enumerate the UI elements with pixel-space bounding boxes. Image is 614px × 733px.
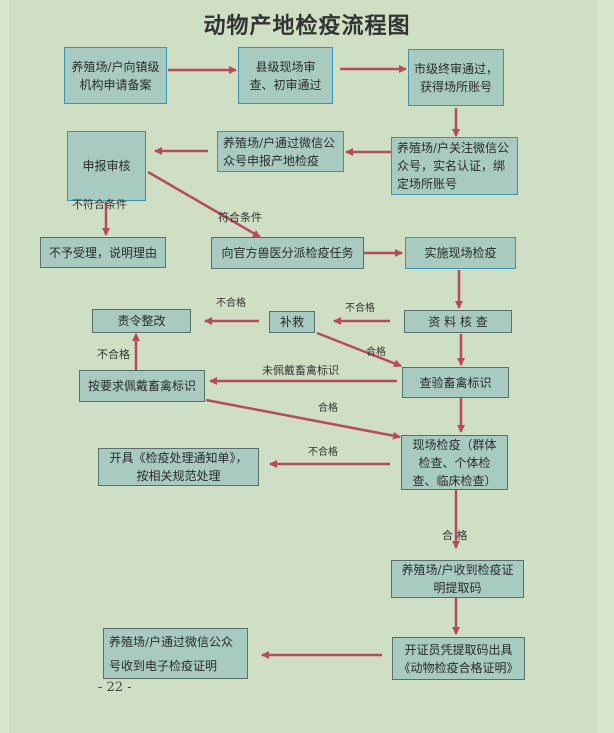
arrow: [316, 331, 402, 368]
node-order-rectify: 责令整改: [92, 309, 191, 333]
edge-label-fail-doc: 不合格: [345, 303, 375, 314]
node-assign-vet: 向官方兽医分派检疫任务: [211, 237, 364, 269]
node-document-check: 资 料 核 查: [404, 310, 512, 333]
node-apply-filing: 养殖场/户向镇级机构申请备案: [64, 47, 167, 104]
edge-label-fail-remedy: 不合格: [216, 298, 246, 309]
node-issue-certificate: 开证员凭提取码出具《动物检疫合格证明》: [392, 637, 525, 680]
node-receive-e-cert: 养殖场/户通过微信公众号收到电子检疫证明: [103, 628, 248, 679]
edge-label-not-eligible: 不符合条件: [72, 198, 127, 211]
node-onsite-quarantine: 实施现场检疫: [405, 237, 516, 269]
node-remedy: 补救: [269, 311, 315, 333]
edge-label-fail-field: 不合格: [308, 447, 338, 458]
edge-label-fail-tags: 不合格: [97, 348, 130, 361]
node-city-approval: 市级终审通过，获得场所账号: [408, 49, 504, 106]
page: [9, 0, 598, 733]
node-declare-review: 申报审核: [67, 131, 146, 201]
edge-label-no-tags: 未佩戴畜禽标识: [262, 364, 339, 377]
edge-label-pass-tags: 合格: [318, 403, 338, 414]
node-field-quarantine: 现场检疫（群体检查、个体检查、临床检查）: [401, 435, 508, 490]
page-title: 动物产地检疫流程图: [203, 13, 411, 39]
edge-label-pass-remedy: 合格: [366, 347, 386, 358]
arrow: [205, 398, 401, 440]
node-reject: 不予受理，说明理由: [40, 237, 166, 268]
edge-label-pass-field: 合 格: [442, 529, 468, 542]
node-receive-code: 养殖场/户收到检疫证明提取码: [391, 560, 524, 598]
node-wear-tags: 按要求佩戴畜禽标识: [79, 370, 205, 402]
edge-label-eligible: 符合条件: [218, 211, 262, 224]
node-county-review: 县级现场审查、初审通过: [238, 47, 333, 104]
page-number: - 22 -: [98, 680, 132, 695]
node-follow-wechat: 养殖场/户关注微信公众号，实名认证，绑定场所账号: [391, 137, 518, 195]
arrow: [147, 170, 261, 239]
node-wechat-declare: 养殖场/户通过微信公众号申报产地检疫: [217, 131, 344, 172]
node-issue-notice: 开具《检疫处理通知单》，按相关规范处理: [98, 448, 259, 486]
node-check-tags: 查验畜禽标识: [402, 367, 509, 398]
